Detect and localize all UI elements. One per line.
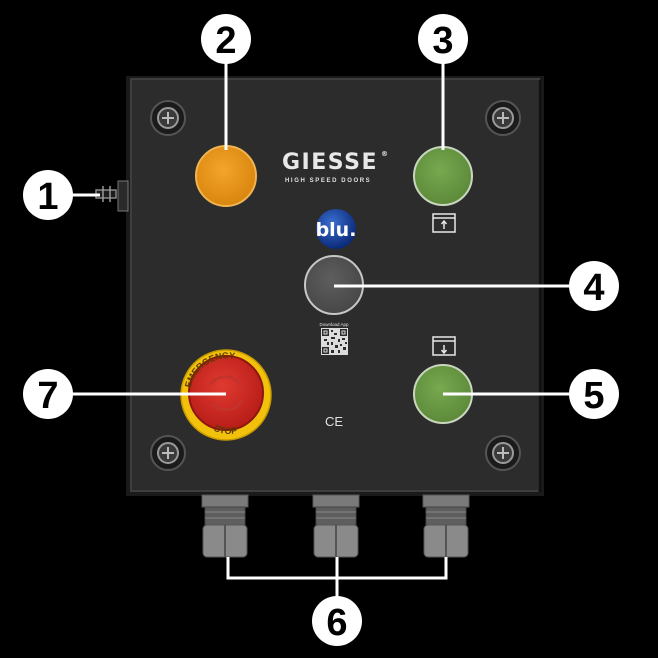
side-key-switch[interactable] (95, 180, 129, 212)
cable-gland-icon (422, 494, 470, 558)
brand-registered: ® (381, 150, 388, 158)
brand-tagline: HIGH SPEED DOORS (285, 178, 371, 184)
cable-gland-icon (201, 494, 249, 558)
door-close-icon (432, 336, 456, 356)
callout-badge-1: 1 (23, 170, 73, 220)
estop-bottom-text: STOP (213, 423, 238, 436)
blu-logo: blu. (316, 209, 357, 249)
callout-badge-3: 3 (418, 14, 468, 64)
callout-badge-5: 5 (569, 369, 619, 419)
leader-lines (70, 60, 572, 600)
svg-text:4: 4 (583, 267, 604, 309)
svg-text:6: 6 (326, 602, 347, 644)
svg-text:5: 5 (583, 375, 604, 417)
screw-icon (150, 100, 186, 136)
brand-name: GIESSE (282, 150, 378, 175)
screw-icon (150, 435, 186, 471)
ce-mark: CE (325, 414, 343, 429)
screw-icon (485, 100, 521, 136)
svg-text:1: 1 (37, 176, 58, 218)
door-open-icon (432, 213, 456, 233)
callout-badge-7: 7 (23, 369, 73, 419)
svg-text:2: 2 (215, 20, 236, 62)
svg-text:7: 7 (37, 375, 58, 417)
screw-icon (485, 435, 521, 471)
callout-badge-2: 2 (201, 14, 251, 64)
svg-text:3: 3 (432, 20, 453, 62)
callout-badge-6: 6 (312, 596, 362, 646)
orange-button[interactable] (195, 145, 257, 207)
qr-caption: Download App (319, 322, 349, 327)
callout-badge-4: 4 (569, 261, 619, 311)
open-button[interactable] (413, 146, 473, 206)
qr-code-icon: Download App (319, 322, 349, 355)
brand-logo: GIESSE ® HIGH SPEED DOORS (282, 150, 388, 184)
blu-logo-text: blu. (316, 219, 357, 241)
cable-gland-icon (312, 494, 360, 558)
